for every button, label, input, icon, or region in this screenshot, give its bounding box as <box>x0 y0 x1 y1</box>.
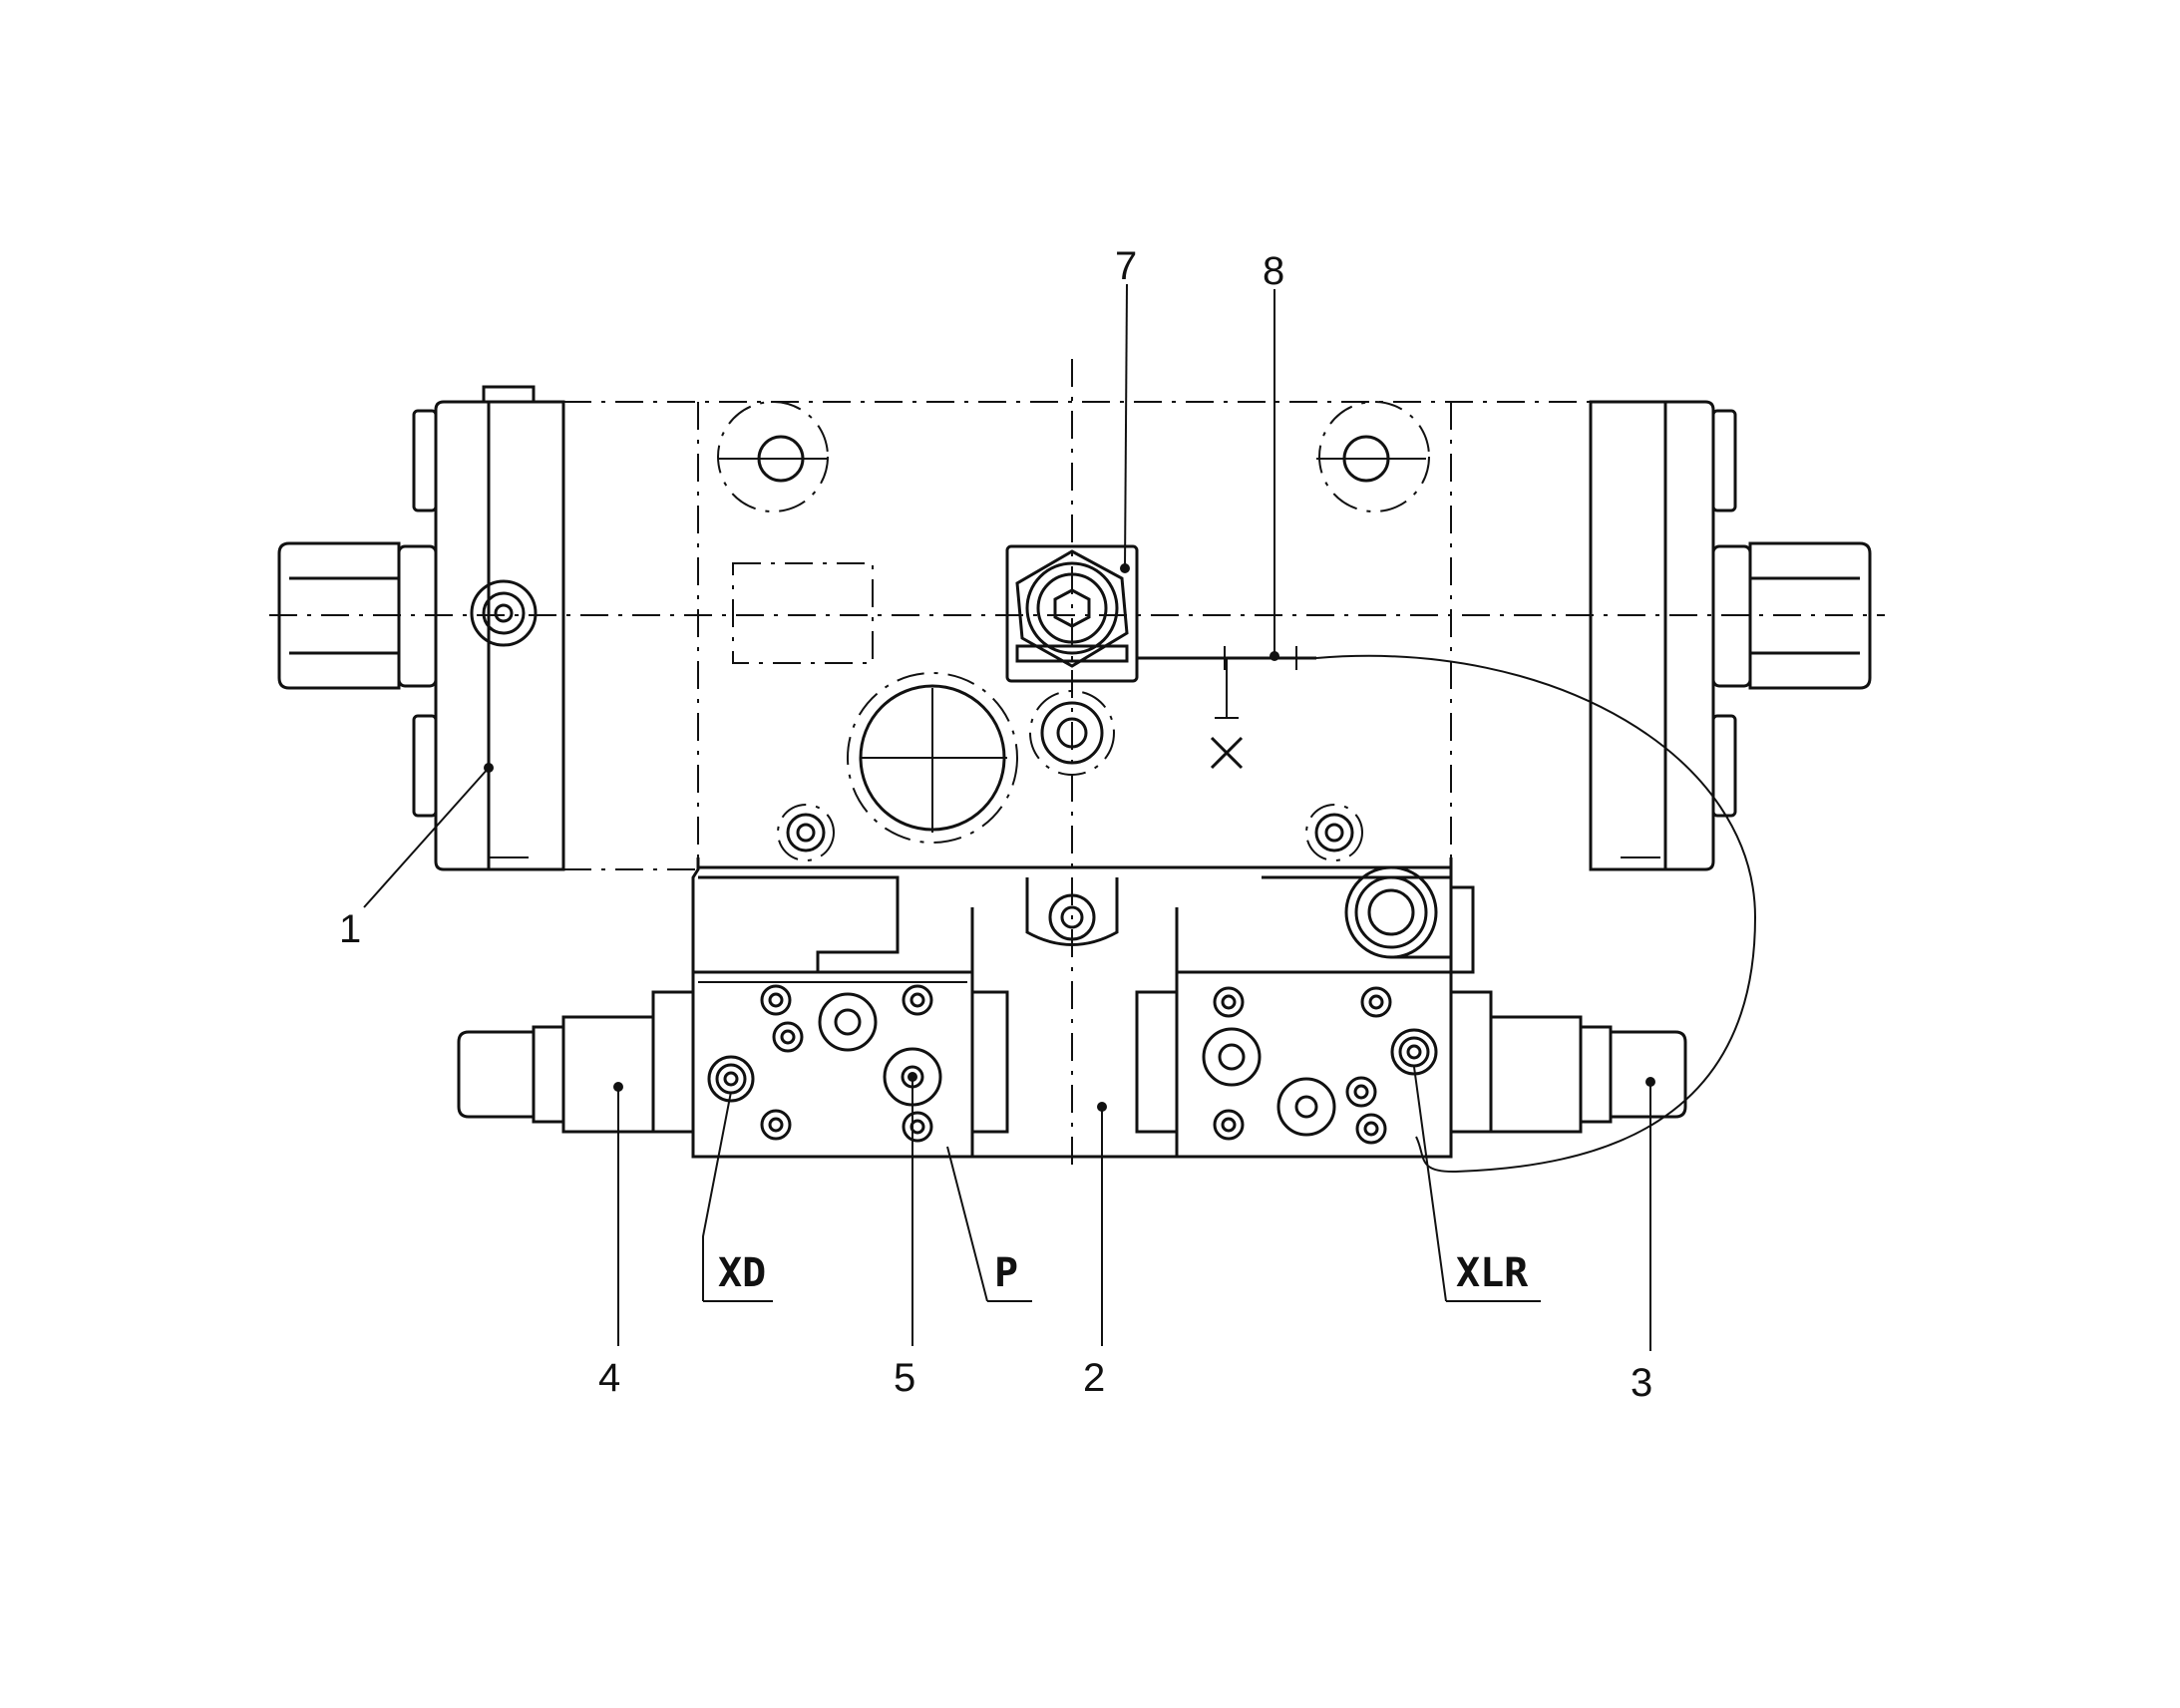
callout-1: 1 <box>339 907 361 951</box>
port-labels: XD P XLR <box>718 1250 1529 1296</box>
right-end-cap <box>1589 400 1872 871</box>
callout-8: 8 <box>1263 249 1284 293</box>
port-label-p: P <box>994 1250 1018 1296</box>
callout-3: 3 <box>1631 1361 1652 1405</box>
leader-lines <box>363 283 1655 1351</box>
port-label-xd: XD <box>718 1250 766 1296</box>
pressure-valve <box>1005 544 1139 683</box>
port-label-xlr: XLR <box>1456 1250 1529 1296</box>
right-sub-block <box>1135 970 1687 1159</box>
left-sub-block <box>457 970 1009 1159</box>
callout-4: 4 <box>598 1356 620 1400</box>
callout-2: 2 <box>1083 1356 1105 1400</box>
callout-5: 5 <box>894 1356 915 1400</box>
callout-labels: 1 7 8 4 5 2 3 <box>339 244 1652 1405</box>
main-housing <box>269 359 1885 1167</box>
test-point <box>1137 646 1757 1174</box>
intermediate-plate <box>698 865 1475 1159</box>
left-end-cap <box>277 385 565 871</box>
callout-7: 7 <box>1115 244 1137 288</box>
